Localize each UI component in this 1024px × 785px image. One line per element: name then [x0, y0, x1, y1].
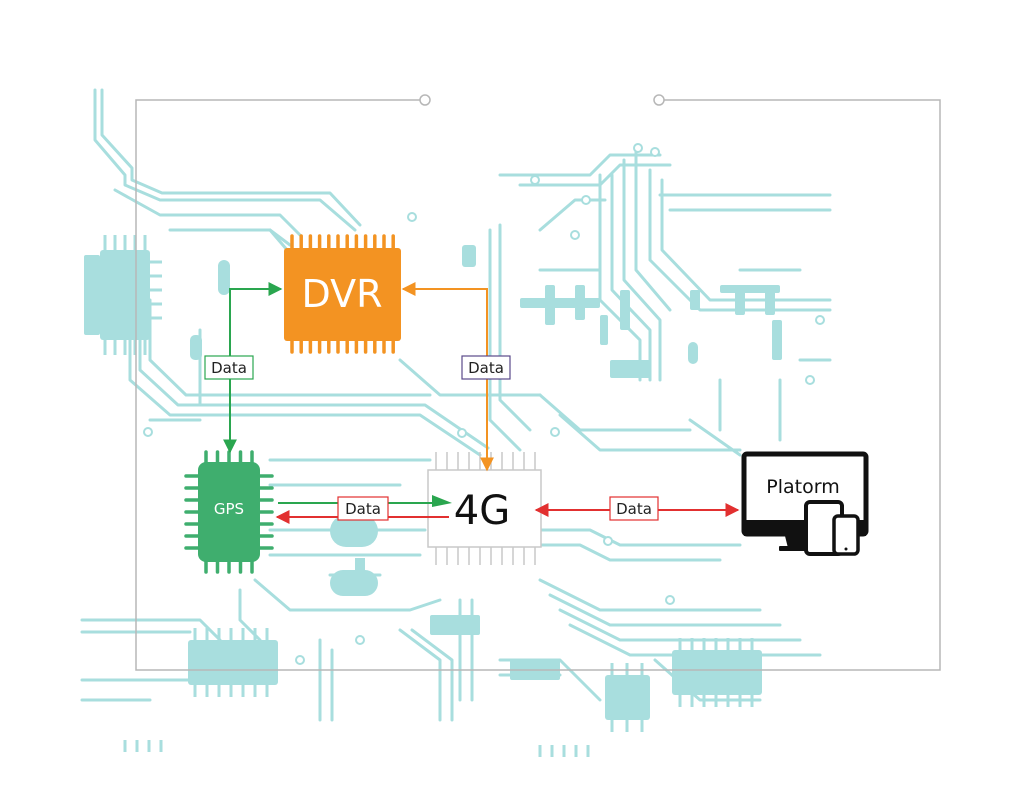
gps-label: GPS: [214, 500, 244, 518]
platform-device[interactable]: Platorm: [741, 451, 869, 556]
outline-frame: [135, 94, 941, 671]
data-label-text: Data: [616, 500, 652, 518]
connection-gps-dvr: [223, 282, 283, 454]
connection-4g-dvr: [401, 282, 494, 472]
circuit-components: [84, 245, 782, 720]
data-label-text: Data: [345, 500, 381, 518]
dvr-label: DVR: [302, 272, 383, 316]
platform-label: Platorm: [766, 476, 839, 498]
data-label-4g-dvr: Data: [461, 355, 511, 380]
data-label-gps-4g: Data: [337, 496, 389, 521]
green-arrowhead: [432, 495, 452, 507]
data-label-gps-dvr: Data: [204, 355, 254, 380]
circuit-board-background: [80, 88, 832, 722]
phone-icon: [832, 514, 860, 556]
circuit-pins: [103, 235, 754, 757]
data-label-text: Data: [468, 359, 504, 377]
dvr-chip[interactable]: DVR: [284, 234, 401, 354]
data-label-4g-platform: Data: [609, 496, 659, 521]
4g-label: 4G: [454, 488, 510, 534]
data-label-text: Data: [211, 359, 247, 377]
gps-chip[interactable]: GPS: [184, 450, 274, 574]
4g-chip[interactable]: [427, 452, 542, 565]
